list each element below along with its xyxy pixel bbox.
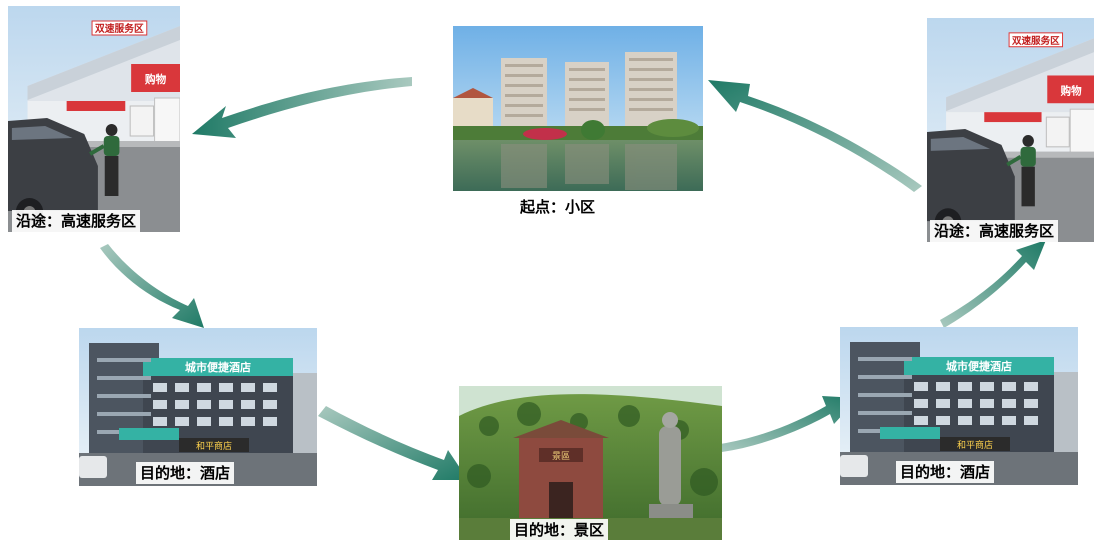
- arrow-right-hotel-to-right-service: [940, 240, 1046, 328]
- right-service-area-label: 沿途：高速服务区: [930, 220, 1059, 242]
- arrow-start-to-left-service: [192, 77, 412, 138]
- arrow-scenic-to-right-hotel: [720, 396, 858, 452]
- scenic-spot-label: 目的地：景区: [510, 519, 609, 541]
- arrow-right-service-to-start: [708, 80, 922, 192]
- start-community-photo: [453, 26, 703, 191]
- left-service-area-photo: [8, 6, 180, 232]
- start-community-label: 起点：小区: [520, 198, 596, 216]
- right-service-area-photo: [927, 18, 1094, 242]
- scenic-spot-photo: 景區: [459, 386, 722, 540]
- right-hotel-label: 目的地：酒店: [896, 461, 995, 483]
- svg-text:景區: 景區: [552, 451, 570, 462]
- arrow-left-hotel-to-scenic: [318, 406, 468, 480]
- left-hotel-label: 目的地：酒店: [136, 462, 235, 484]
- arrow-left-service-to-left-hotel: [100, 244, 204, 328]
- left-service-area-label: 沿途：高速服务区: [12, 210, 141, 232]
